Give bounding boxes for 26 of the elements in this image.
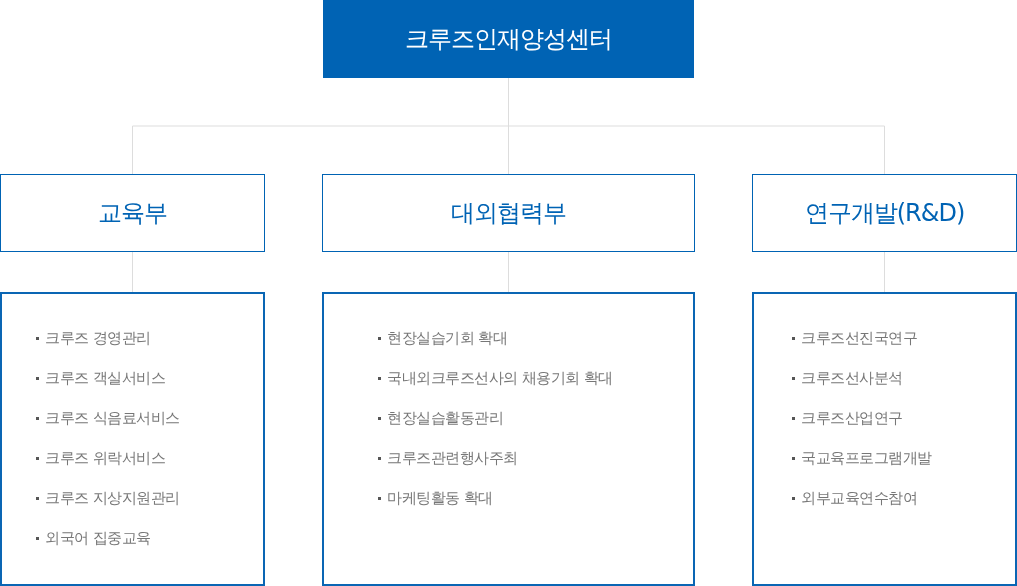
task-item: 크루즈 경영관리 xyxy=(45,328,151,348)
department-box: 연구개발(R&D) xyxy=(752,174,1017,252)
task-item: 크루즈 식음료서비스 xyxy=(45,408,180,428)
task-item: 크루즈 지상지원관리 xyxy=(45,488,180,508)
task-list-box xyxy=(752,292,1017,586)
task-item: 현장실습기회 확대 xyxy=(387,328,508,348)
task-item: 크루즈선사분석 xyxy=(801,368,903,388)
task-list-box xyxy=(0,292,265,586)
center-box: 크루즈인재양성센터 xyxy=(323,0,694,78)
task-item: 국내외크루즈선사의 채용기회 확대 xyxy=(387,368,613,388)
task-list-box xyxy=(322,292,695,586)
connector-line xyxy=(132,251,133,293)
task-item: 현장실습활동관리 xyxy=(387,408,503,428)
department-box: 대외협력부 xyxy=(322,174,695,252)
task-item: 크루즈산업연구 xyxy=(801,408,903,428)
task-item: 크루즈 위락서비스 xyxy=(45,448,166,468)
task-item: 크루즈 객실서비스 xyxy=(45,368,166,388)
task-item: 외부교육연수참여 xyxy=(801,488,917,508)
department-box: 교육부 xyxy=(0,174,265,252)
task-item: 국교육프로그램개발 xyxy=(801,448,932,468)
connector-line xyxy=(884,251,885,293)
task-item: 크루즈관련행사주최 xyxy=(387,448,518,468)
connector-line xyxy=(508,251,509,293)
task-item: 크루즈선진국연구 xyxy=(801,328,917,348)
task-item: 마케팅활동 확대 xyxy=(387,488,493,508)
task-item: 외국어 집중교육 xyxy=(45,528,151,548)
